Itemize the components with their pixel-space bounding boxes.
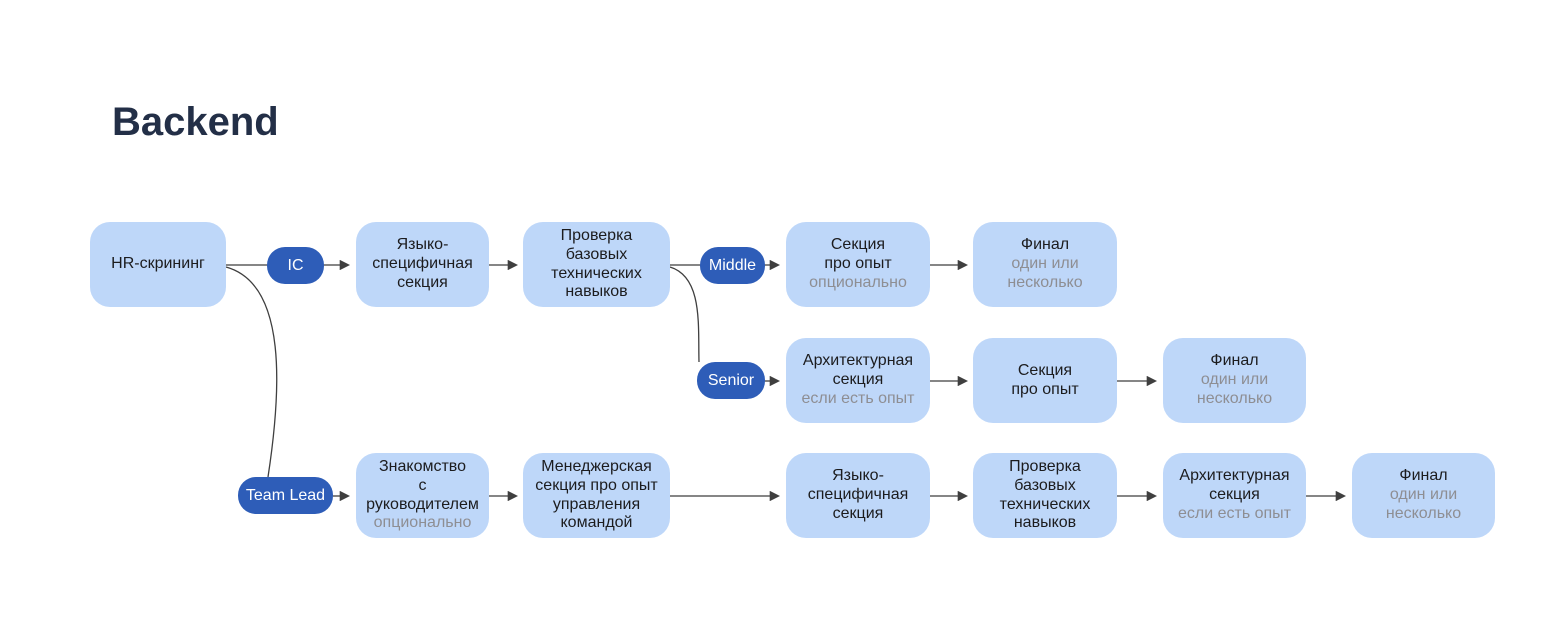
node-subtitle: один или несколько [1196, 371, 1273, 407]
pill-label: IC [287, 256, 304, 274]
edge-curve-techcheck-to-senior [669, 266, 700, 363]
node-teamlead-manager-intro[interactable]: Знакомство с руководителем опционально [356, 453, 489, 538]
node-teamlead-language-section[interactable]: Языко- специфичная секция [786, 453, 930, 538]
node-subtitle: один или несколько [1385, 486, 1462, 522]
node-title: Языко- специфичная секция [807, 467, 909, 522]
pill-label: Team Lead [245, 486, 326, 504]
pill-label: Senior [707, 371, 755, 389]
node-subtitle: опционально [809, 273, 907, 291]
node-title: Секция про опыт [1011, 361, 1079, 398]
node-ic-basic-tech-check[interactable]: Проверка базовых технических навыков [523, 222, 670, 307]
node-teamlead-basic-tech-check[interactable]: Проверка базовых технических навыков [973, 453, 1117, 538]
node-senior-experience-section[interactable]: Секция про опыт [973, 338, 1117, 423]
node-title: Секция про опыт [824, 236, 892, 273]
node-subtitle: один или несколько [1007, 255, 1083, 291]
pill-senior[interactable]: Senior [697, 362, 765, 399]
node-title: Менеджерская секция про опыт управления … [535, 457, 658, 532]
node-middle-final[interactable]: Финал один или несколько [973, 222, 1117, 307]
page-title: Backend [112, 100, 279, 144]
edge-curve-hr-to-teamlead [225, 266, 278, 478]
node-subtitle: опционально [373, 514, 472, 532]
node-teamlead-management-section[interactable]: Менеджерская секция про опыт управления … [523, 453, 670, 538]
node-title: Архитектурная секция [1179, 467, 1290, 504]
pill-middle[interactable]: Middle [700, 247, 765, 284]
node-subtitle: если есть опыт [801, 389, 915, 407]
pill-label: Middle [708, 256, 757, 274]
node-middle-experience-section[interactable]: Секция про опыт опционально [786, 222, 930, 307]
node-subtitle: если есть опыт [1177, 504, 1291, 522]
pill-ic[interactable]: IC [267, 247, 324, 284]
node-senior-architecture-section[interactable]: Архитектурная секция если есть опыт [786, 338, 930, 423]
node-title: Проверка базовых технических навыков [551, 226, 642, 301]
node-senior-final[interactable]: Финал один или несколько [1163, 338, 1306, 423]
node-teamlead-final[interactable]: Финал один или несколько [1352, 453, 1495, 538]
node-title: Языко- специфичная секция [372, 236, 473, 291]
node-title: Проверка базовых технических навыков [999, 457, 1091, 532]
node-title: Финал [1210, 352, 1259, 370]
node-hr-screening[interactable]: HR-скрининг [90, 222, 226, 307]
node-title: Финал [1020, 236, 1070, 254]
pill-team-lead[interactable]: Team Lead [238, 477, 333, 514]
node-title: HR-скрининг [111, 255, 205, 273]
node-title: Финал [1399, 467, 1448, 485]
node-title: Архитектурная секция [802, 352, 914, 389]
node-teamlead-architecture-section[interactable]: Архитектурная секция если есть опыт [1163, 453, 1306, 538]
node-ic-language-section[interactable]: Языко- специфичная секция [356, 222, 489, 307]
node-title: Знакомство с руководителем [366, 457, 479, 513]
